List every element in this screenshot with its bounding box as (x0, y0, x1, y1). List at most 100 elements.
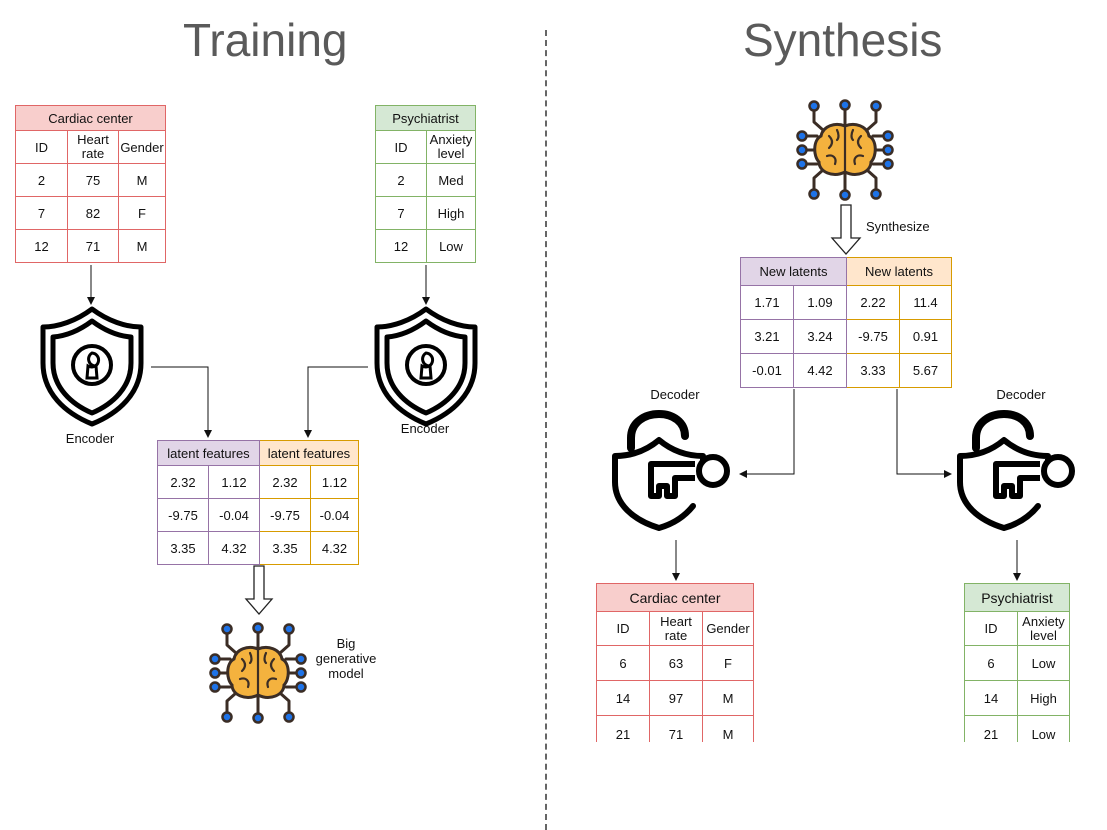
model-to-latents-hollow-arrow (830, 204, 862, 255)
encoder-left-label: Encoder (65, 431, 115, 446)
shield-lock-icon (40, 306, 144, 427)
table-row: 3.35 4.32 3.35 4.32 (157, 531, 359, 565)
table-row: 7 High (375, 196, 476, 230)
table-cell: 2.32 (259, 465, 311, 499)
table-cell: 14 (964, 680, 1018, 716)
table-cell: 12 (15, 229, 68, 263)
latent-to-model-hollow-arrow (244, 565, 274, 615)
latents-to-right-decoder-arrow (896, 389, 952, 478)
table-row: 7 82 F (15, 196, 166, 230)
table-row: 1.71 1.09 2.22 11.4 (740, 285, 952, 320)
table-cell: 75 (67, 163, 119, 197)
table-cell: High (426, 196, 476, 230)
synthesis-title: Synthesis (743, 14, 943, 66)
table-row: 21 Low (964, 715, 1070, 742)
table-row: 2.32 1.12 2.32 1.12 (157, 465, 359, 499)
table-cell: -9.75 (846, 319, 900, 354)
column-header: Heart rate (649, 611, 703, 646)
table-cell: -0.01 (740, 353, 794, 388)
latents-to-left-decoder-arrow (739, 389, 795, 478)
table-row: 6 63 F (596, 645, 754, 681)
unlock-key-icon (612, 409, 730, 531)
table-row: 12 71 M (15, 229, 166, 263)
column-header: Gender (702, 611, 754, 646)
table-cell: 11.4 (899, 285, 952, 320)
table-cell: 1.71 (740, 285, 794, 320)
synthesis-cardiac-table: Cardiac center ID Heart rate Gender 6 63… (596, 583, 754, 742)
table-cell: 82 (67, 196, 119, 230)
table-cell: 4.32 (310, 531, 359, 565)
synthesis-psych-table: Psychiatrist ID Anxiety level 6 Low 14 H… (964, 583, 1070, 742)
table-title: Cardiac center (15, 105, 166, 131)
encoder-right-to-latent-arrow (304, 366, 368, 438)
table-cell: 6 (964, 645, 1018, 681)
table-cell: M (702, 680, 754, 716)
column-header: ID (964, 611, 1018, 646)
table-cell: 6 (596, 645, 650, 681)
training-title: Training (183, 14, 348, 66)
table-cell: 3.33 (846, 353, 900, 388)
table-cell: -0.04 (310, 498, 359, 532)
table-cell: 71 (67, 229, 119, 263)
table-cell: 2.32 (157, 465, 209, 499)
table-cell: 0.91 (899, 319, 952, 354)
training-psych-table: Psychiatrist ID Anxiety level 2 Med 7 Hi… (375, 105, 476, 263)
table-title: Psychiatrist (375, 105, 476, 131)
table-cell: 2.22 (846, 285, 900, 320)
table-title: Cardiac center (596, 583, 754, 612)
table-cell: 14 (596, 680, 650, 716)
table-cell: 63 (649, 645, 703, 681)
table-row: 12 Low (375, 229, 476, 263)
column-header: ID (596, 611, 650, 646)
table-cell: 3.35 (259, 531, 311, 565)
brain-circuit-icon (209, 622, 307, 724)
table-cell: M (136, 238, 148, 254)
table-cell: M (118, 163, 166, 197)
table-row: 21 71 M (596, 715, 754, 742)
table-row: 6 Low (964, 645, 1070, 681)
table-cell: Low (1017, 645, 1070, 681)
table-cell: 97 (649, 680, 703, 716)
table-cell: Med (426, 163, 476, 197)
unlock-key-icon (957, 409, 1075, 531)
table-cell: -9.75 (157, 498, 209, 532)
table-cell: M (722, 726, 734, 742)
table-cell: 21 (596, 715, 650, 742)
table-cell: 1.12 (208, 465, 260, 499)
shield-lock-icon (374, 306, 478, 427)
table-title: latent features (259, 440, 359, 466)
table-title: latent features (157, 440, 260, 466)
table-cell: 1.12 (310, 465, 359, 499)
table-cell: 21 (964, 715, 1018, 742)
encoder-left-to-latent-arrow (151, 366, 212, 438)
decoder-right-label: Decoder (996, 387, 1046, 402)
table-cell: 5.67 (899, 353, 952, 388)
column-header: ID (375, 130, 427, 164)
table-cell: -9.75 (259, 498, 311, 532)
section-divider (545, 30, 547, 830)
table-cell: 7 (375, 196, 427, 230)
table-cell: Low (1031, 726, 1056, 742)
table-row: 14 High (964, 680, 1070, 716)
table-title: New latents (846, 257, 952, 286)
table-row: -0.01 4.42 3.33 5.67 (740, 353, 952, 388)
training-cardiac-table: Cardiac center ID Heart rate Gender 2 75… (15, 105, 166, 263)
table-cell: 4.42 (793, 353, 847, 388)
table-cell: 2 (15, 163, 68, 197)
column-header: Gender (118, 130, 166, 164)
table-row: 2 Med (375, 163, 476, 197)
brain-circuit-icon (796, 99, 894, 201)
model-label: Big generative model (315, 636, 377, 681)
table-title: Psychiatrist (964, 583, 1070, 612)
synthesize-label: Synthesize (866, 219, 930, 234)
table-cell: 4.32 (208, 531, 260, 565)
table-cell: 7 (15, 196, 68, 230)
table-cell: 3.35 (157, 531, 209, 565)
table-cell: Low (439, 238, 463, 254)
table-row: 2 75 M (15, 163, 166, 197)
table-cell: F (702, 645, 754, 681)
new-latents-table: New latents New latents 1.71 1.09 2.22 1… (740, 257, 952, 388)
table-title: New latents (740, 257, 847, 286)
training-latent-table: latent features latent features 2.32 1.1… (157, 440, 359, 565)
column-header: Anxiety level (426, 130, 476, 164)
